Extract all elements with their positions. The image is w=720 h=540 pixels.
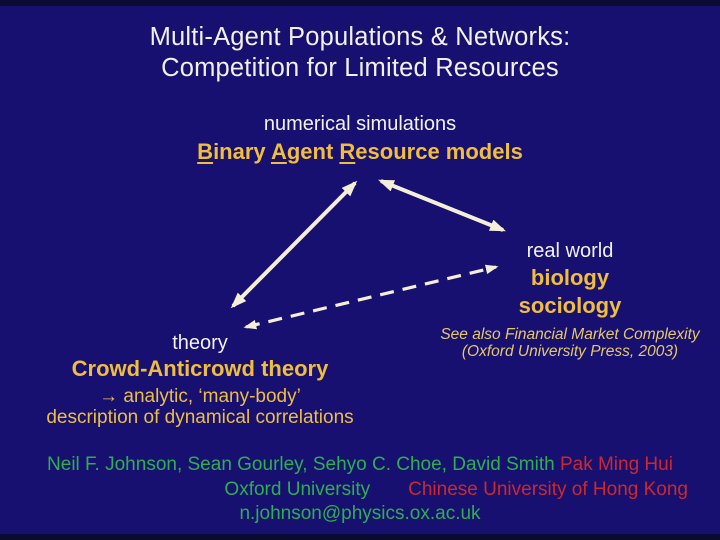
bar-segment: gent xyxy=(286,139,340,164)
crowd-anticrowd-label: Crowd-Anticrowd theory xyxy=(71,356,329,381)
slide-title: Multi-Agent Populations & Networks: Comp… xyxy=(0,22,720,84)
bar-segment-underlined: B xyxy=(197,139,214,164)
affiliations-line: Oxford University Chinese University of H… xyxy=(0,478,720,503)
financial-market-note-line-1: See also Financial Market Complexity xyxy=(440,326,700,343)
authors-line: Neil F. Johnson, Sean Gourley, Sehyo C. … xyxy=(0,453,720,478)
title-line-1: Multi-Agent Populations & Networks: xyxy=(149,23,571,51)
bottom-edge-band xyxy=(0,534,720,540)
credits-block: Neil F. Johnson, Sean Gourley, Sehyo C. … xyxy=(0,453,720,527)
real-world-label: real world xyxy=(526,240,614,262)
real-world-block: real world biology sociology See also Fi… xyxy=(424,239,716,360)
affiliation-hongkong: Chinese University of Hong Kong xyxy=(408,478,688,500)
title-line-2: Competition for Limited Resources xyxy=(161,54,559,82)
bar-segment-underlined: R xyxy=(339,139,356,164)
bar-segment: esource models xyxy=(355,139,523,164)
theory-label: theory xyxy=(172,332,228,354)
affiliation-oxford: Oxford University xyxy=(224,478,371,500)
authors-oxford: Neil F. Johnson, Sean Gourley, Sehyo C. … xyxy=(47,454,560,475)
financial-market-note-line-2: (Oxford University Press, 2003) xyxy=(461,343,679,360)
binary-agent-resource-label: Binary Agent Resource models xyxy=(0,137,720,166)
theory-detail-line-1: → analytic, ‘many-body’ xyxy=(99,386,301,407)
arrow-simulations-theory xyxy=(230,180,358,309)
email-line: n.johnson@physics.ox.ac.uk xyxy=(0,502,720,527)
bar-segment-underlined: A xyxy=(270,139,287,164)
top-edge-band xyxy=(0,0,720,6)
real-world-field-biology: biology xyxy=(530,265,610,290)
theory-block: theory Crowd-Anticrowd theory → analytic… xyxy=(14,331,386,428)
contact-email: n.johnson@physics.ox.ac.uk xyxy=(239,503,481,524)
arrow-simulations-realworld xyxy=(378,179,506,232)
real-world-field-sociology: sociology xyxy=(518,293,622,318)
authors-hongkong: Pak Ming Hui xyxy=(559,454,673,475)
bar-segment: inary xyxy=(213,139,271,164)
numerical-simulations-block: numerical simulations Binary Agent Resou… xyxy=(0,112,720,166)
numerical-simulations-label: numerical simulations xyxy=(263,113,457,135)
theory-detail-line-2: description of dynamical correlations xyxy=(46,407,354,428)
